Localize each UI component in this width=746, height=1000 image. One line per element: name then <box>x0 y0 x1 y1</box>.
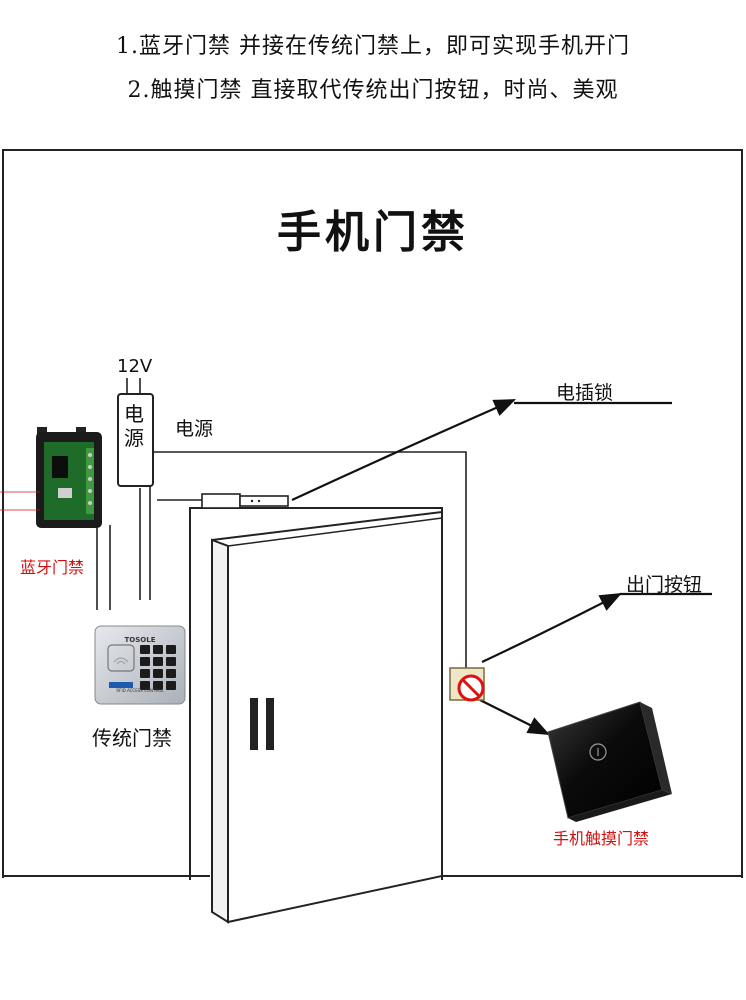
door-handle-left <box>250 698 258 750</box>
exit-button-label: 出门按钮 <box>626 574 703 596</box>
door <box>210 510 443 924</box>
door-handle-right <box>266 698 274 750</box>
arrows <box>291 398 712 735</box>
keypad-footer: RFID ACCESS CONTROL <box>116 688 164 693</box>
touch-panel <box>547 701 672 822</box>
wires <box>96 378 467 668</box>
keypad-device <box>94 625 186 705</box>
touch-key-icon <box>589 743 607 761</box>
bluetooth-controller <box>0 427 102 528</box>
intro-line-2: 2.触摸门禁 直接取代传统出门按钮，时尚、美观 <box>127 78 619 103</box>
diagram-title: 手机门禁 <box>277 207 469 258</box>
intro-line-1: 1.蓝牙门禁 并接在传统门禁上，即可实现手机开门 <box>116 34 630 59</box>
voltage-label: 12V <box>117 356 153 377</box>
exit-button <box>449 667 485 702</box>
electric-lock-label: 电插锁 <box>556 382 614 404</box>
keypad-brand: TOSOLE <box>124 636 156 644</box>
bluetooth-access-label: 蓝牙门禁 <box>20 558 85 577</box>
power-supply-label: 电源 <box>175 418 214 440</box>
electric-lock <box>201 493 289 509</box>
room-outline <box>2 149 743 878</box>
power-supply-box <box>117 393 154 487</box>
traditional-access-label: 传统门禁 <box>92 726 172 750</box>
power-supply-box-text: 电源 <box>124 402 144 450</box>
touch-access-label: 手机触摸门禁 <box>553 829 650 848</box>
